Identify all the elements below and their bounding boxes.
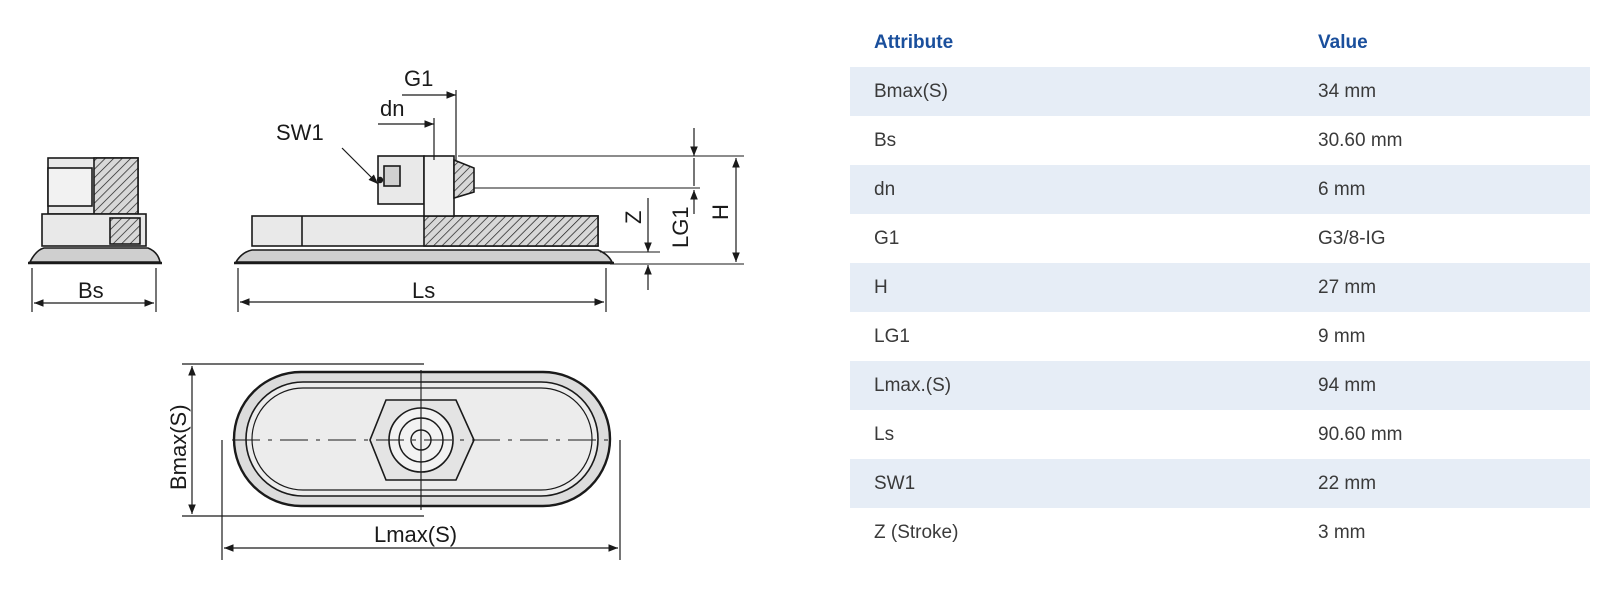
table-row: dn 6 mm (850, 165, 1590, 214)
front-view (234, 155, 614, 265)
label-dn: dn (380, 96, 404, 121)
row-attribute: Z (Stroke) (874, 521, 959, 543)
wrench-flat-marker (376, 176, 384, 184)
row-attribute: dn (850, 165, 1294, 214)
label-sw1: SW1 (276, 120, 324, 145)
table-row: Bmax(S) 34 mm (850, 67, 1590, 116)
label-ls: Ls (412, 278, 435, 303)
dimension-ls (237, 268, 607, 312)
row-attribute: H (850, 263, 1294, 312)
dimension-bs (31, 268, 157, 312)
row-attribute: Bs (874, 129, 897, 151)
table-row: Ls 90.60 mm (850, 410, 1590, 459)
row-value: G3/8-IG (1318, 227, 1386, 249)
label-z: Z (621, 211, 646, 224)
row-value: 3 mm (1318, 521, 1366, 543)
table-row: G1 G3/8-IG (850, 214, 1590, 263)
row-attribute: LG1 (874, 325, 910, 347)
row-attribute: Ls (874, 423, 895, 445)
side-view (28, 157, 162, 265)
row-value: 22 mm (1294, 459, 1590, 508)
table-row: Lmax.(S) 94 mm (850, 361, 1590, 410)
row-value: 34 mm (1294, 67, 1590, 116)
attribute-table: Attribute Value Bmax(S) 34 mm Bs 30.60 m… (850, 18, 1590, 557)
row-attribute: Bmax(S) (850, 67, 1294, 116)
row-value: 90.60 mm (1318, 423, 1403, 445)
label-h: H (708, 204, 733, 220)
label-g1: G1 (404, 66, 433, 91)
table-row: LG1 9 mm (850, 312, 1590, 361)
row-attribute: SW1 (850, 459, 1294, 508)
row-value: 94 mm (1294, 361, 1590, 410)
table-row: SW1 22 mm (850, 459, 1590, 508)
row-value: 30.60 mm (1318, 129, 1403, 151)
header-attribute: Attribute (874, 31, 954, 53)
table-row: H 27 mm (850, 263, 1590, 312)
row-attribute: Lmax.(S) (850, 361, 1294, 410)
row-value: 6 mm (1294, 165, 1590, 214)
row-attribute: G1 (874, 227, 900, 249)
label-bmax: Bmax(S) (166, 404, 191, 490)
row-value: 9 mm (1318, 325, 1366, 347)
table-row: Bs 30.60 mm (850, 116, 1590, 165)
label-lg1: LG1 (668, 206, 693, 248)
top-view (232, 370, 612, 510)
label-bs: Bs (78, 278, 104, 303)
table-row: Z (Stroke) 3 mm (850, 508, 1590, 557)
label-lmax: Lmax(S) (374, 522, 457, 547)
header-value: Value (1318, 31, 1368, 53)
dimension-extensions (458, 155, 744, 265)
leader-lines (341, 90, 457, 185)
technical-drawing: Bs G1 dn SW1 Z LG1 (28, 66, 744, 560)
dimension-lmax (221, 440, 621, 560)
row-value: 27 mm (1294, 263, 1590, 312)
table-header-row: Attribute Value (850, 18, 1590, 67)
